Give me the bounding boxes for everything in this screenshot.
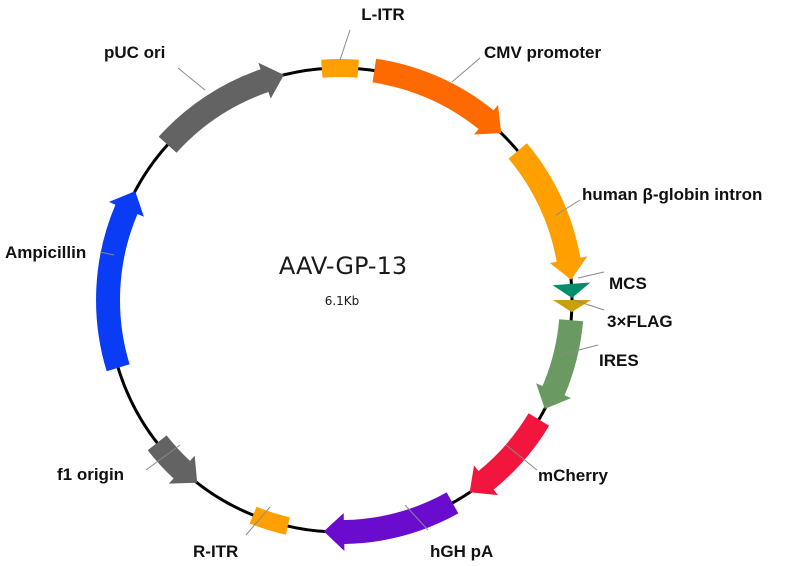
feature-label-puc: pUC ori bbox=[104, 43, 165, 62]
feature-label-litr: L-ITR bbox=[361, 5, 404, 24]
leader-line-ampicillin bbox=[99, 251, 115, 256]
feature-ires bbox=[536, 319, 584, 409]
leader-line-puc bbox=[177, 67, 206, 91]
feature-label-ampicillin: Ampicillin bbox=[5, 243, 86, 262]
feature-label-intron: human β-globin intron bbox=[582, 185, 762, 204]
feature-flag bbox=[553, 300, 591, 313]
leader-line-hgh bbox=[404, 504, 429, 531]
leader-line-flag bbox=[573, 299, 605, 311]
feature-litr bbox=[321, 58, 359, 78]
leader-line-mcs bbox=[577, 271, 605, 279]
feature-mcs bbox=[552, 282, 591, 298]
leader-line-intron bbox=[555, 199, 581, 216]
feature-label-mcherry: mCherry bbox=[538, 466, 608, 485]
feature-label-hgh: hGH pA bbox=[430, 542, 493, 561]
leader-line-f1 bbox=[145, 444, 181, 471]
leader-line-litr bbox=[339, 29, 351, 61]
feature-label-ires: IRES bbox=[599, 351, 639, 370]
plasmid-size: 6.1Kb bbox=[325, 294, 360, 308]
feature-cmv bbox=[372, 58, 502, 135]
feature-ampicillin bbox=[96, 191, 144, 372]
leader-line-ritr bbox=[245, 506, 271, 536]
features-layer bbox=[96, 58, 591, 551]
feature-label-mcs: MCS bbox=[609, 274, 647, 293]
feature-f1 bbox=[147, 435, 198, 484]
labels-layer: L-ITR CMV promoter human β-globin intronMC… bbox=[5, 5, 762, 561]
feature-mcherry bbox=[469, 413, 550, 496]
feature-intron bbox=[508, 143, 588, 280]
leader-line-mcherry bbox=[505, 444, 538, 471]
leader-line-cmv bbox=[451, 57, 481, 83]
feature-hgh bbox=[323, 492, 459, 551]
plasmid-name: AAV-GP-13 bbox=[279, 252, 407, 280]
leader-line-ires bbox=[559, 344, 599, 356]
feature-puc bbox=[158, 62, 284, 153]
feature-label-cmv: CMV promoter bbox=[484, 43, 602, 62]
feature-label-f1: f1 origin bbox=[57, 465, 124, 484]
feature-label-ritr: R-ITR bbox=[193, 542, 238, 561]
feature-label-flag: 3×FLAG bbox=[607, 312, 673, 331]
feature-ritr bbox=[249, 506, 290, 535]
